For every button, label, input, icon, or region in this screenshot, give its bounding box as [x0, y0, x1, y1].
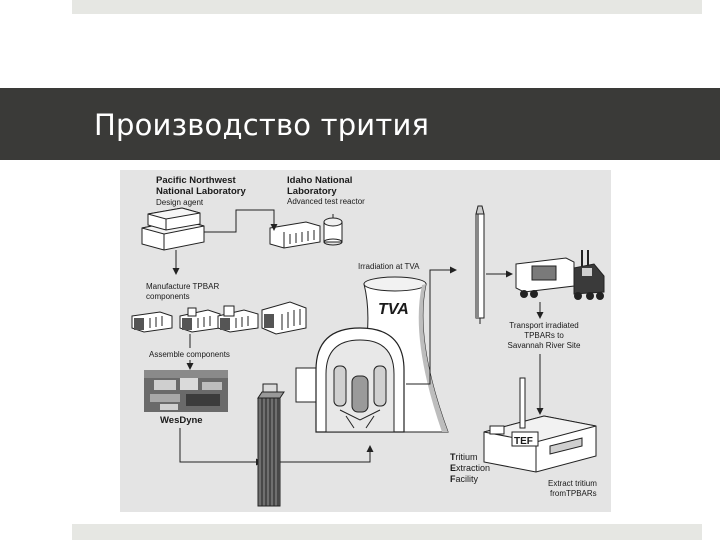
reactor-containment-icon	[295, 327, 405, 433]
transport-label-3: Savannah River Site	[508, 341, 581, 350]
tef-sign: TEF	[514, 436, 533, 447]
arrow-reactor-to-tpbar	[406, 266, 457, 385]
transport-truck-icon	[515, 250, 605, 300]
fuel-assembly-icon	[257, 383, 285, 507]
manufacture-label-2: components	[146, 292, 190, 301]
arrow-assembly-to-reactor	[276, 445, 374, 463]
wesdyne-aerial-photo	[144, 370, 228, 412]
top-decor-strip	[72, 0, 702, 14]
idaho-label-1: Idaho National	[287, 175, 352, 186]
factory-icons	[131, 301, 307, 335]
wesdyne-label: WesDyne	[160, 415, 203, 426]
transport-label-2: TPBARs to	[524, 331, 564, 340]
irradiation-label: Irradiation at TVA	[358, 262, 420, 271]
title-band	[0, 88, 720, 160]
assemble-label: Assemble components	[149, 350, 230, 359]
extract-label-2: fromTPBARs	[550, 489, 597, 498]
pnnl-label-2: National Laboratory	[156, 186, 246, 197]
tef-facility-icon: TEF	[483, 377, 597, 473]
manufacture-label-1: Manufacture TPBAR	[146, 282, 219, 291]
idaho-role: Advanced test reactor	[287, 197, 365, 206]
arrow-wesdyne-to-assembly	[179, 428, 263, 466]
bottom-decor-strip	[72, 524, 702, 540]
tef-label-extraction: Extraction	[450, 463, 490, 473]
idaho-reactor-icon	[269, 214, 343, 249]
pnnl-role: Design agent	[156, 198, 204, 207]
tpbar-rod-icon	[475, 205, 485, 324]
pnnl-label-1: Pacific Northwest	[156, 175, 237, 186]
arrow-pnnl-to-idaho	[204, 209, 278, 233]
diagram-svg: Pacific Northwest National Laboratory De…	[131, 175, 605, 507]
pnnl-building-icon	[141, 207, 205, 251]
idaho-label-2: Laboratory	[287, 186, 337, 197]
slide-title: Производство трития	[94, 108, 430, 142]
tva-logo: TVA	[378, 301, 409, 318]
tef-label-facility: Facility	[450, 474, 479, 484]
extract-label-1: Extract tritium	[548, 479, 597, 488]
tritium-production-diagram: Pacific Northwest National Laboratory De…	[120, 170, 611, 512]
transport-label-1: Transport irradiated	[509, 321, 579, 330]
tef-label-tritium: Tritium	[450, 452, 478, 462]
